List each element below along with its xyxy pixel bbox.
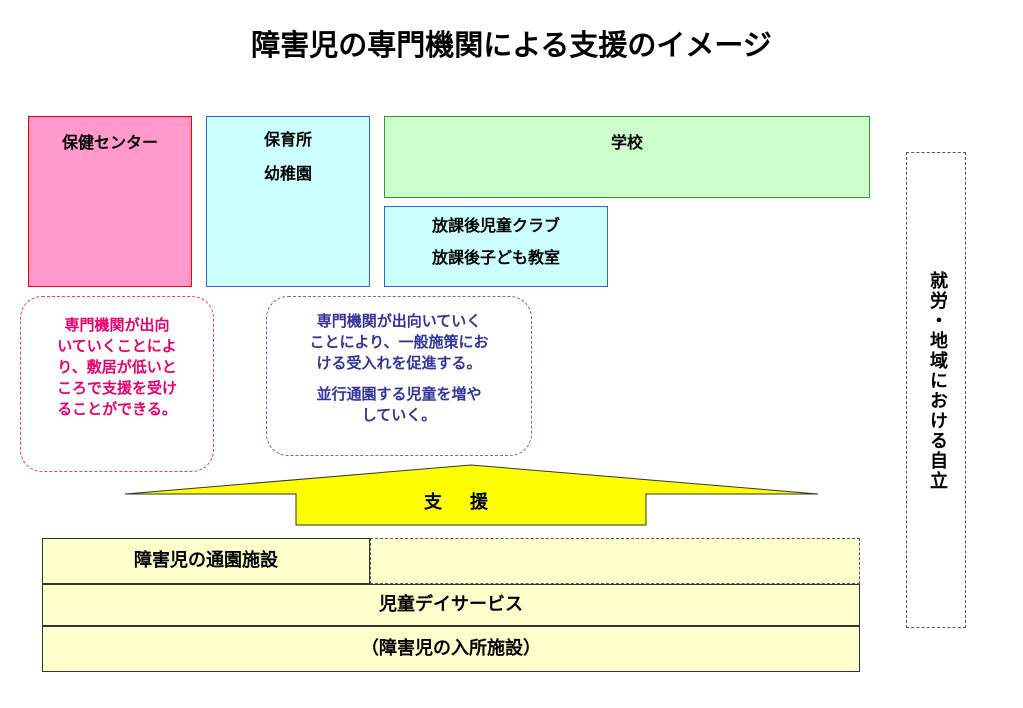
kindergarten-label: 幼稚園 [263,164,312,183]
support-arrow-shape [124,464,819,526]
note-mid-callout: 専門機関が出向いていく ことにより、一般施策にお ける受入れを促進する。 並行通… [266,296,532,456]
note-mid-line: 並行通園する児童を増や [316,385,482,403]
nursery-kindergarten-box: 保育所 幼稚園 [206,116,370,287]
residential-facility-row: （障害児の入所施設） [42,626,860,672]
note-left-callout: 専門機関が出向 いていくことによ り、敷居が低いと ころで支援を受け ることがで… [20,296,214,472]
after-school-club-label: 放課後児童クラブ [431,216,560,235]
independence-box: 就労・地域における自立 [906,152,966,628]
note-mid-line: していく。 [361,406,437,424]
school-label: 学校 [610,133,643,152]
note-left-line: いていくことによ [57,337,177,355]
after-school-classroom-label: 放課後子ども教室 [431,248,560,267]
page-title: 障害児の専門機関による支援のイメージ [251,28,772,62]
note-mid-line: ける受入れを促進する。 [316,354,482,372]
note-left-line: ることができる。 [57,400,177,418]
school-box: 学校 [384,116,870,198]
note-left-line: ころで支援を受け [56,379,177,397]
note-mid-para1: 専門機関が出向いていく ことにより、一般施策にお ける受入れを促進する。 [281,311,517,374]
support-arrow [124,464,819,526]
nursery-label: 保育所 [263,130,312,149]
note-left-line: り、敷居が低いと [57,358,177,376]
note-mid-para2: 並行通園する児童を増や していく。 [281,384,517,426]
day-facility-extension [370,538,860,584]
note-left-line: 専門機関が出向 [64,316,170,334]
health-center-box: 保健センター [28,116,192,287]
independence-label: 就労・地域における自立 [927,271,948,491]
day-facility-cell: 障害児の通園施設 [42,538,370,584]
health-center-label: 保健センター [61,133,158,152]
note-mid-line: ことにより、一般施策にお [309,333,489,351]
support-label: 支援 [424,492,516,513]
child-day-service-row: 児童デイサービス [42,584,860,626]
after-school-box: 放課後児童クラブ 放課後子ども教室 [384,206,608,287]
note-mid-line: 専門機関が出向いていく [316,312,482,330]
